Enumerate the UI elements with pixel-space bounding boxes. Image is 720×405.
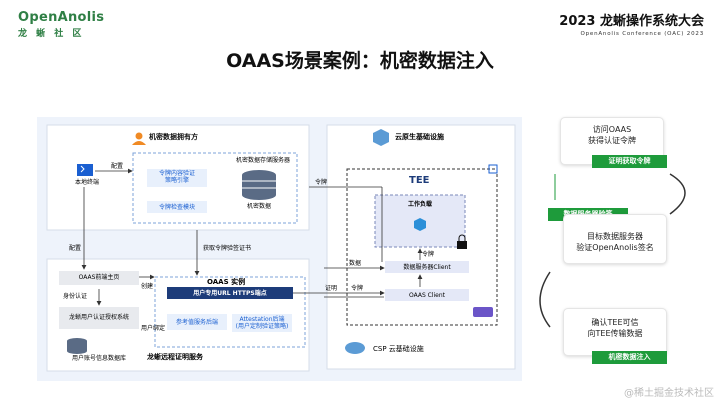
oaas-instance-label: OAAS 实例 xyxy=(207,278,246,286)
ds-client-box xyxy=(385,261,469,273)
data-label: 数据 xyxy=(349,260,362,267)
user-db-label: 用户账号信息数据库 xyxy=(71,355,126,362)
flow-step-2-text: 目标数据服务器 验证OpenAnolis签名 xyxy=(576,232,654,252)
token-label-2: 令牌 xyxy=(422,251,435,258)
flow-connectors xyxy=(539,173,686,328)
server-icon xyxy=(473,307,493,317)
token-verify-label: 令牌内容验证 策略引擎 xyxy=(158,170,195,184)
attestation-label: Attestation后端 (用户定制验证策略) xyxy=(235,316,289,330)
cube-icon xyxy=(373,129,389,146)
architecture-diagram: 机密数据拥有方 机密数据存储服务器 本地终端 配置 令牌内容验证 策略引擎 令牌… xyxy=(37,117,522,381)
user-db-icon xyxy=(67,338,87,354)
token-check-box xyxy=(147,201,207,213)
diagram-svg xyxy=(46,124,516,372)
flow-step-1-text: 访问OAAS 获得认证令牌 xyxy=(588,125,636,145)
slide-title: OAAS场景案例：机密数据注入 xyxy=(226,50,494,72)
workload-label: 工作负载 xyxy=(407,201,432,208)
flow-tag-1: 证明获取令牌 xyxy=(592,155,667,168)
person-icon xyxy=(132,132,146,145)
flow-step-2: 目标数据服务器 验证OpenAnolis签名 xyxy=(563,214,667,264)
user-bind-label: 用户绑定 xyxy=(141,325,166,332)
ds-client-label: 数据服务器Client xyxy=(403,264,451,271)
conference-title: 2023 龙蜥操作系统大会 OpenAnolis Conference (OAC… xyxy=(559,10,704,37)
oaas-instance-box xyxy=(154,276,306,348)
conf-title: 2023 龙蜥操作系统大会 xyxy=(559,14,704,29)
https-endpoint-box xyxy=(167,287,293,299)
token-verify-box xyxy=(147,169,207,187)
flow-step-3: 确认TEE可信 向TEE传输数据 xyxy=(563,308,667,356)
tee-label: TEE xyxy=(409,175,430,186)
local-terminal-label: 本地终端 xyxy=(74,179,99,186)
token-check-label: 令牌检查模块 xyxy=(158,204,195,211)
oaas-portal-box xyxy=(59,271,139,285)
create-label: 创建 xyxy=(141,283,154,290)
storage-server-label: 机密数据存储服务器 xyxy=(235,157,290,164)
lock-icon xyxy=(457,234,467,249)
cloud-icon xyxy=(345,342,365,354)
workload-cube-icon xyxy=(414,218,426,231)
conf-subtitle: OpenAnolis Conference (OAC) 2023 xyxy=(580,31,704,37)
oaas-portal-label: OAAS前端主页 xyxy=(78,274,120,281)
oaas-client-label: OAAS Client xyxy=(408,292,446,299)
cloud-title: 云原生基础设施 xyxy=(395,133,444,141)
remote-service-label: 龙蜥远程证明服务 xyxy=(147,353,203,361)
https-endpoint-label: 用户专用URL HTTPS端点 xyxy=(193,290,267,297)
watermark: @稀土掘金技术社区 xyxy=(624,388,714,399)
owner-title: 机密数据拥有方 xyxy=(149,133,198,141)
token-arrow-label: 令牌 xyxy=(315,179,328,186)
ref-service-label: 参考值服务后端 xyxy=(175,319,218,326)
get-cert-label: 获取令牌验签证书 xyxy=(203,245,252,252)
flow-step-3-text: 确认TEE可信 向TEE传输数据 xyxy=(587,318,643,338)
user-auth-label: 龙蜥用户认证授权系统 xyxy=(68,314,129,321)
logo-name: OpenAnolis xyxy=(18,10,105,25)
proof-label: 证明 xyxy=(325,285,338,292)
terminal-icon xyxy=(77,164,93,176)
user-auth-box xyxy=(59,307,139,329)
storage-server-box xyxy=(132,152,298,224)
token-label-3: 令牌 xyxy=(351,285,364,292)
flow-tag-3: 机密数据注入 xyxy=(592,351,667,364)
database-icon xyxy=(242,170,276,200)
config-label: 配置 xyxy=(111,163,124,170)
oaas-client-box xyxy=(385,289,469,301)
openanolis-logo: OpenAnolis 龙 蜥 社 区 xyxy=(18,10,104,39)
chip-icon xyxy=(488,164,498,174)
config2-label: 配置 xyxy=(69,245,82,252)
identity-auth-label: 身份认证 xyxy=(63,293,88,300)
secret-data-label: 机密数据 xyxy=(246,203,271,210)
attestation-box xyxy=(232,314,292,332)
ref-service-box xyxy=(167,314,227,330)
csp-label: CSP 云基础设施 xyxy=(373,345,424,353)
tee-boundary xyxy=(346,168,498,326)
logo-subtitle: 龙 蜥 社 区 xyxy=(18,29,85,39)
